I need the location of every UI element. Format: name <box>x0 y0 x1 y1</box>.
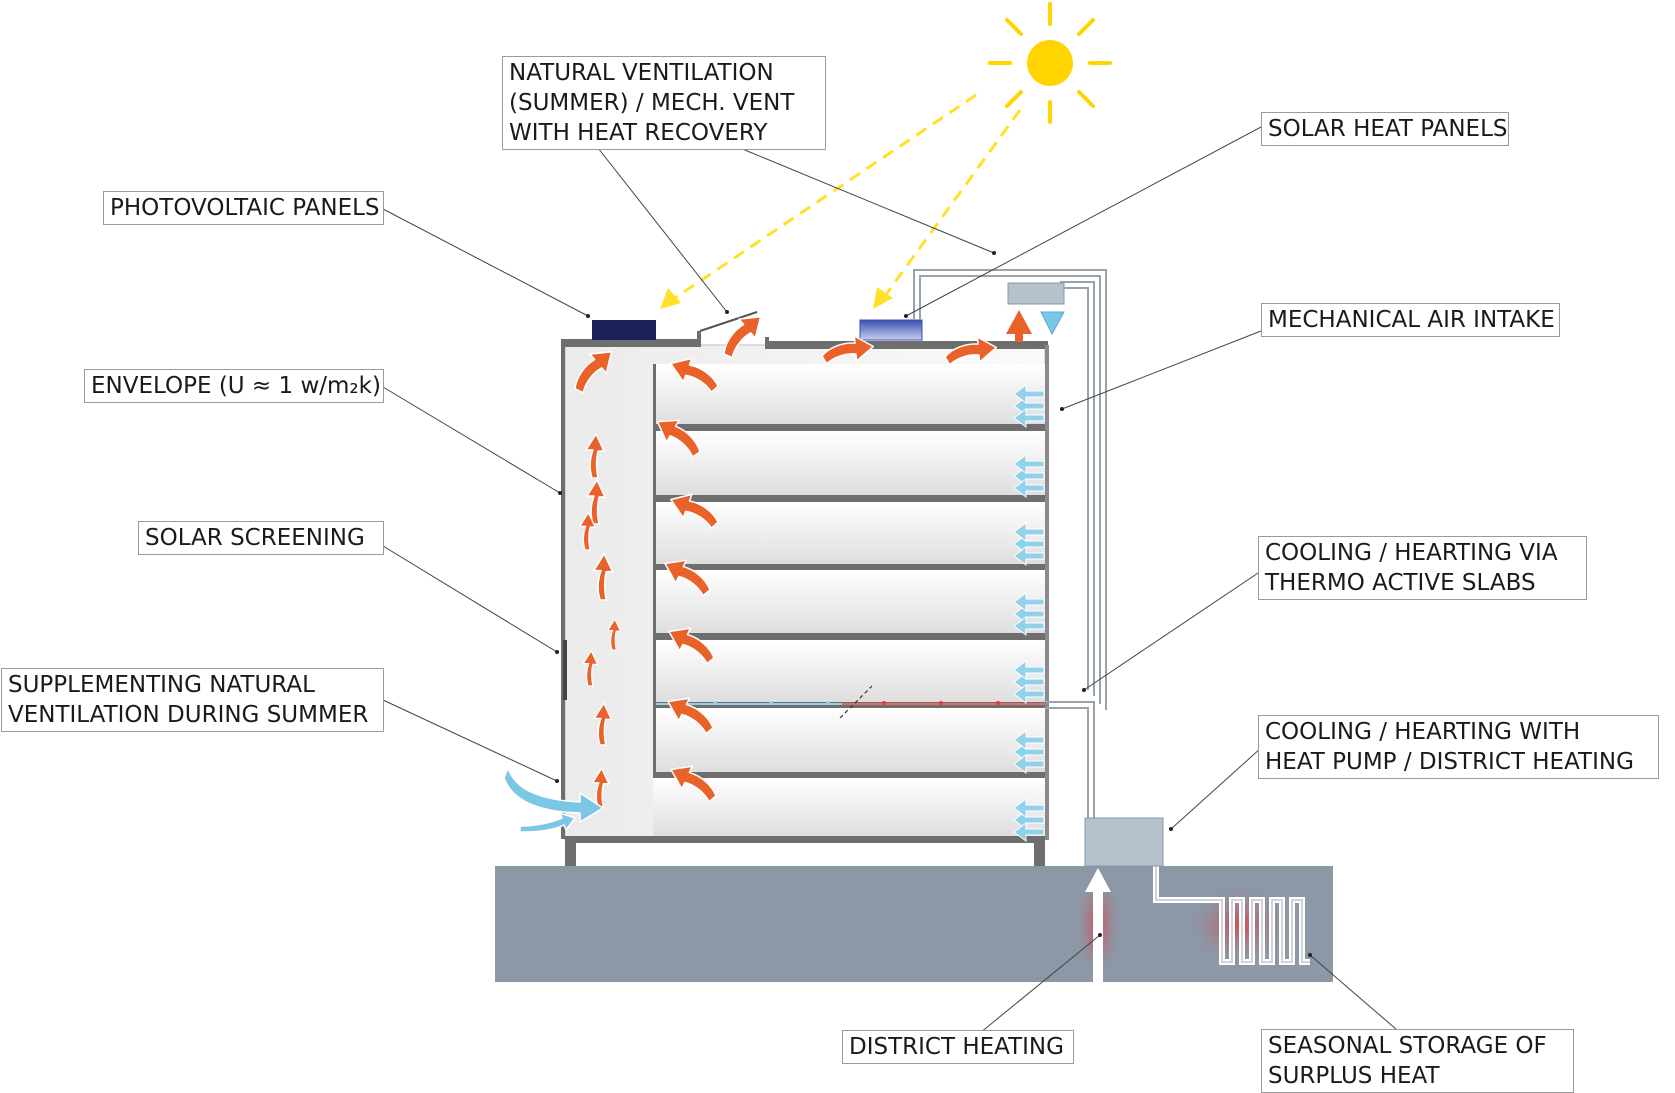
label-district-heating: DISTRICT HEATING <box>842 1030 1074 1064</box>
label-heat-pump-district-heating: COOLING / HEARTING WITH HEAT PUMP / DIST… <box>1258 715 1659 779</box>
incoming-cool-air-arrows <box>503 767 604 833</box>
ventilation-ducts <box>913 269 1107 818</box>
district-heating-arrow-icon <box>1085 868 1111 983</box>
solar-heat-panel <box>859 319 923 341</box>
label-solar-screening: SOLAR SCREENING <box>138 521 384 555</box>
leader-lines <box>382 126 1405 1038</box>
label-envelope: ENVELOPE (U ≈ 1 w/m₂k) <box>84 369 384 403</box>
roof-mech-unit <box>1007 282 1065 305</box>
ray-arrowhead-icon <box>873 287 893 309</box>
solar-screening-element <box>563 640 567 700</box>
label-photovoltaic-panels: PHOTOVOLTAIC PANELS <box>103 191 384 225</box>
floor-plates <box>653 364 1045 836</box>
right-facade <box>1045 345 1049 840</box>
ray-arrowhead-icon <box>660 288 681 309</box>
label-mechanical-air-intake: MECHANICAL AIR INTAKE <box>1261 303 1560 337</box>
roof <box>561 331 1048 349</box>
label-solar-heat-panels: SOLAR HEAT PANELS <box>1261 112 1509 146</box>
label-supplementing-natural-ventilation: SUPPLEMENTING NATURAL VENTILATION DURING… <box>1 668 384 732</box>
exhaust-up-arrow-icon <box>1006 310 1032 334</box>
label-seasonal-storage: SEASONAL STORAGE OF SURPLUS HEAT <box>1261 1029 1574 1093</box>
label-natural-ventilation: NATURAL VENTILATION (SUMMER) / MECH. VEN… <box>502 56 826 150</box>
heat-pump-unit <box>1084 817 1164 867</box>
roof-vent-flap <box>699 311 758 332</box>
intake-down-arrow-icon <box>1040 311 1065 336</box>
leader-endpoints <box>555 251 1312 957</box>
sun-icon <box>988 2 1112 124</box>
sun-rays <box>671 93 1022 302</box>
label-thermo-active-slabs: COOLING / HEARTING VIA THERMO ACTIVE SLA… <box>1258 536 1587 600</box>
envelope-wall <box>561 339 565 839</box>
photovoltaic-panel <box>592 320 656 340</box>
